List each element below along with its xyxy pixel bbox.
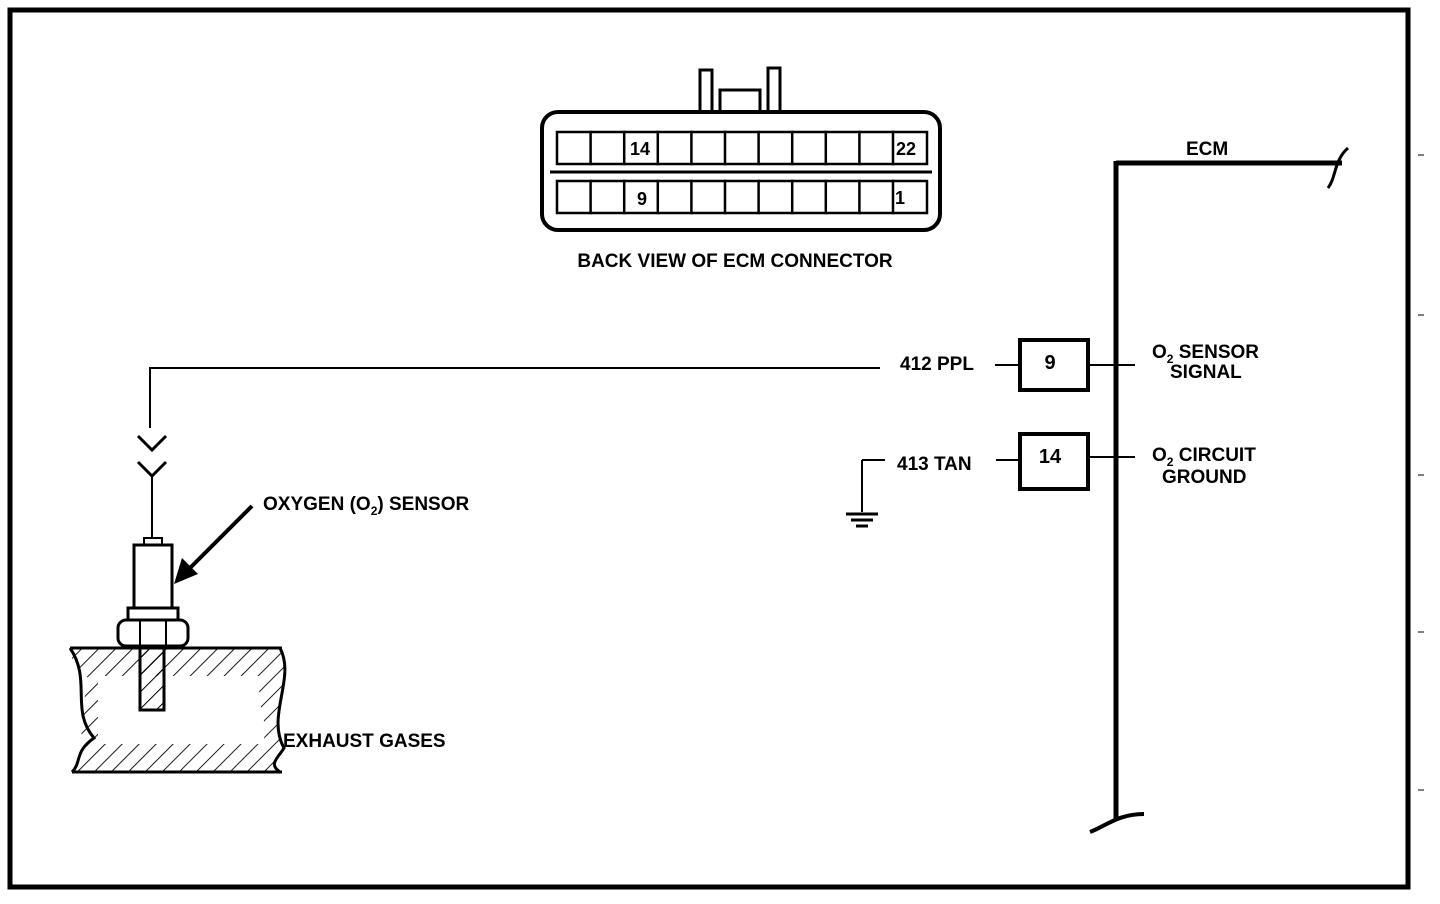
sensor-pointer-arrow	[174, 504, 254, 584]
oxygen-sensor-label: OXYGEN (O2) SENSOR	[263, 494, 469, 518]
connector-cavity	[757, 179, 794, 215]
connector-row-top	[555, 130, 929, 166]
connector-cavity	[656, 130, 694, 166]
connector-cavity	[690, 130, 727, 166]
connector-cavity	[656, 179, 694, 215]
ecm-label: ECM	[1186, 139, 1228, 160]
o2-sensor-signal-label: O2 SENSOR	[1152, 342, 1259, 366]
diagram-frame	[7, 7, 1411, 890]
ecm-connector: 14 22 9 1	[540, 66, 942, 232]
connector-pin-22: 22	[896, 139, 916, 159]
circuit-412	[149, 338, 1135, 428]
connector-cavity	[757, 130, 794, 166]
ecm-pin-14: 14	[1039, 446, 1062, 468]
circuit-413	[861, 432, 1135, 512]
ecm-boundary	[1089, 146, 1350, 834]
connector-cavity	[858, 179, 895, 215]
connector-cavity	[891, 179, 929, 215]
connector-cavity	[790, 130, 828, 166]
connector-cavity	[589, 179, 626, 215]
connector-cavity	[824, 130, 862, 166]
exhaust-gases-label: EXHAUST GASES	[283, 731, 446, 752]
connector-latch	[766, 66, 782, 114]
connector-cavity	[891, 130, 929, 166]
connector-pin-9: 9	[637, 189, 647, 209]
wire-label-413: 413 TAN	[897, 454, 972, 475]
connector-row-bottom	[555, 179, 929, 215]
ecm-pin-9: 9	[1044, 352, 1055, 374]
connector-latch	[718, 88, 762, 114]
ecm-pin-box-14	[1018, 432, 1090, 491]
connector-title: BACK VIEW OF ECM CONNECTOR	[577, 251, 893, 272]
connector-cavity	[723, 179, 761, 215]
connector-cavity	[555, 179, 593, 215]
connector-cavity	[858, 130, 895, 166]
ground-symbol	[846, 512, 878, 528]
connector-cavity	[690, 179, 727, 215]
connector-pin-14: 14	[630, 139, 650, 159]
connector-pin-1: 1	[895, 188, 905, 208]
margin-ticks	[1418, 154, 1424, 791]
o2-circuit-ground-label: O2 CIRCUIT	[1152, 445, 1256, 469]
ecm-pin-box-9	[1018, 338, 1090, 392]
wire-label-412: 412 PPL	[900, 354, 974, 375]
o2-circuit-ground-label-2: GROUND	[1162, 467, 1246, 488]
exhaust-pipe	[68, 644, 287, 774]
connector-latch	[698, 68, 714, 114]
connector-cavity	[790, 179, 828, 215]
connector-cavity	[555, 130, 593, 166]
o2-sensor-signal-label-2: SIGNAL	[1170, 362, 1242, 383]
inline-connector-icon	[136, 434, 168, 540]
connector-cavity	[589, 130, 626, 166]
connector-cavity	[723, 130, 761, 166]
connector-cavity	[824, 179, 862, 215]
